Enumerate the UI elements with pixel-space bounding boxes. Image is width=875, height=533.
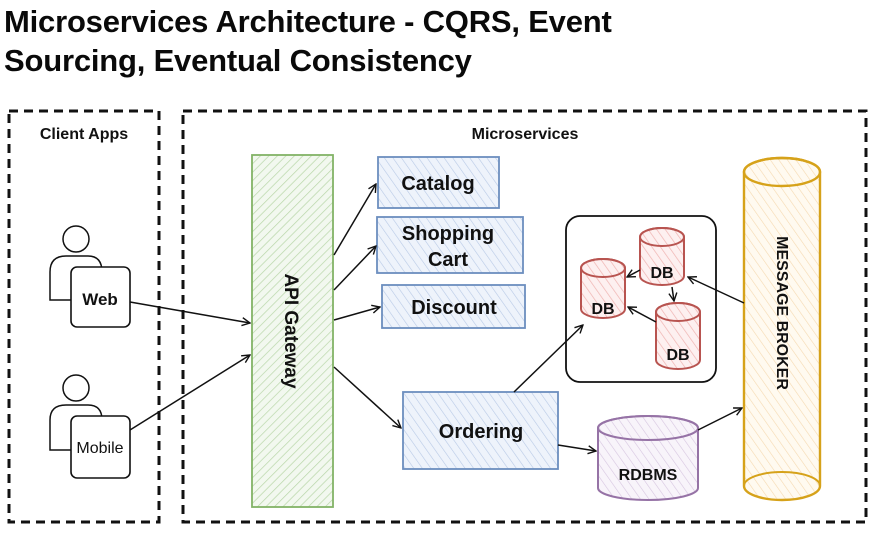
- db-cylinder-top: [655, 302, 701, 322]
- db-label: DB: [666, 347, 689, 364]
- broker-cylinder-bottom: [743, 471, 821, 487]
- arrow-broker-to-db: [688, 277, 745, 304]
- arrow-gateway-to-ordering: [333, 366, 401, 428]
- title-line-1: Microservices Architecture - CQRS, Event: [4, 4, 612, 39]
- db-label: DB: [591, 301, 614, 318]
- shopping-cart-box: [376, 216, 524, 274]
- arrow-db-bottom-to-left: [628, 307, 657, 323]
- arrow-gateway-to-discount: [333, 307, 380, 321]
- page-title: Microservices Architecture - CQRS, Event…: [4, 2, 612, 80]
- ordering-service[interactable]: Ordering: [402, 391, 559, 470]
- arrow-gateway-to-catalog: [333, 184, 376, 256]
- microservices-group: [181, 109, 868, 524]
- client-apps-group: [7, 109, 161, 524]
- mobile-client[interactable]: Mobile: [49, 374, 131, 479]
- arrow-db-top-to-bottom: [672, 286, 674, 301]
- title-line-2: Sourcing, Eventual Consistency: [4, 43, 472, 78]
- db-cylinder-top: [639, 227, 685, 247]
- rdbms-label: RDBMS: [619, 467, 678, 484]
- web-device-icon: [70, 266, 131, 328]
- user-icon-head: [62, 225, 90, 253]
- shopping-cart-label-line1: Shopping: [402, 223, 494, 245]
- broker-cylinder-top: [742, 156, 822, 188]
- mobile-device-icon: [70, 415, 131, 479]
- mobile-label: Mobile: [76, 440, 123, 457]
- discount-box: [381, 284, 526, 329]
- web-client[interactable]: Web: [49, 225, 131, 328]
- api-gateway-label: API Gateway: [280, 273, 301, 389]
- client-apps-label: Client Apps: [40, 126, 128, 143]
- rdbms-cylinder-top: [597, 415, 699, 441]
- user-icon-head: [62, 374, 90, 402]
- web-label: Web: [82, 290, 118, 309]
- rdbms-database[interactable]: RDBMS: [597, 415, 699, 501]
- db-node-top[interactable]: DB: [639, 227, 685, 286]
- arrow-gateway-to-shopping-cart: [333, 246, 376, 291]
- discount-service[interactable]: Discount: [381, 284, 526, 329]
- ordering-label: Ordering: [439, 421, 523, 443]
- ordering-box: [402, 391, 559, 470]
- arrow-ordering-to-db: [513, 325, 583, 393]
- arrow-mobile-to-gateway: [129, 355, 250, 431]
- db-node-left[interactable]: DB: [580, 258, 626, 319]
- db-label: DB: [650, 265, 673, 282]
- arrow-rdbms-to-broker: [697, 408, 742, 431]
- db-node-bottom[interactable]: DB: [655, 302, 701, 370]
- arrow-web-to-gateway: [129, 301, 250, 323]
- discount-label: Discount: [411, 297, 497, 319]
- rdbms-cylinder-icon: [597, 415, 699, 501]
- arrow-ordering-to-rdbms: [557, 444, 596, 451]
- catalog-label: Catalog: [401, 173, 474, 195]
- arrow-db-top-to-left: [627, 270, 641, 277]
- message-broker[interactable]: MESSAGE BROKER: [742, 156, 822, 502]
- broker-label: MESSAGE BROKER: [773, 236, 790, 390]
- api-gateway[interactable]: API Gateway: [251, 154, 334, 508]
- catalog-box: [377, 156, 500, 209]
- db-cylinder-top: [580, 258, 626, 278]
- shopping-cart-label-line2: Cart: [428, 249, 468, 271]
- shopping-cart-service[interactable]: Shopping Cart: [376, 216, 524, 274]
- api-gateway-box: [251, 154, 334, 508]
- microservices-label: Microservices: [472, 126, 579, 143]
- catalog-service[interactable]: Catalog: [377, 156, 500, 209]
